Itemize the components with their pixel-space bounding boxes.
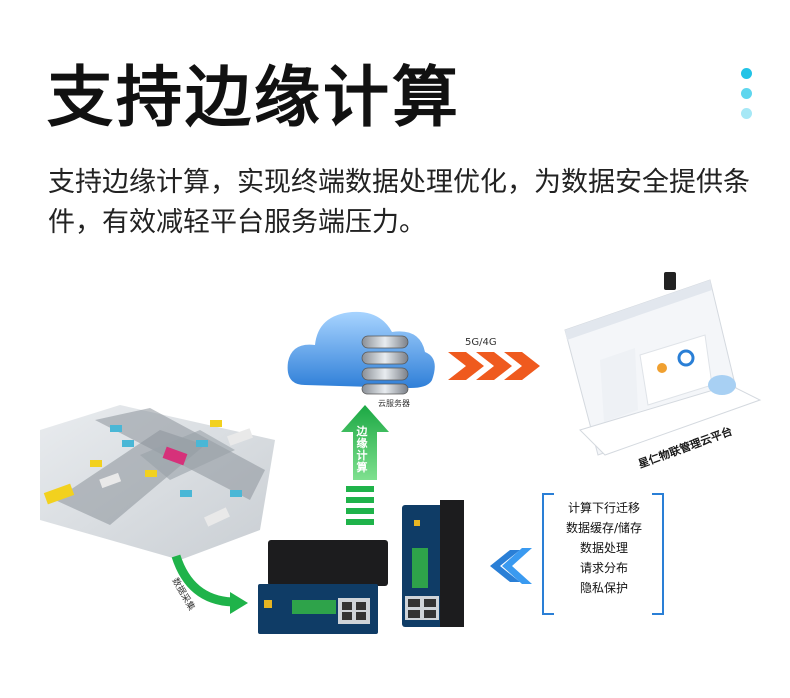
right-bracket: [652, 493, 664, 615]
edge-compute-label: 边缘计算: [356, 425, 368, 474]
left-bracket: [542, 493, 554, 615]
traffic-scene-image: [40, 405, 275, 560]
function-list: 计算下行迁移 数据缓存/储存 数据处理 请求分布 隐私保护: [548, 498, 660, 613]
blue-left-arrow-icon: [490, 550, 520, 582]
page-title: 支持边缘计算: [47, 59, 461, 136]
function-item: 计算下行迁移: [567, 501, 640, 515]
orange-arrows-icon: [448, 352, 540, 380]
edge-gateway-device-image: [258, 540, 388, 634]
function-item: 数据处理: [579, 541, 628, 555]
network-label: 5G/4G: [465, 337, 497, 348]
function-item: 请求分布: [579, 561, 628, 575]
cloud-server-label: 云服务器: [378, 398, 410, 408]
curved-green-arrow-icon: [171, 554, 248, 614]
cloud-server-icon: [287, 311, 435, 395]
blue-left-arrow-icon-fill: [502, 548, 532, 584]
management-platform-screenshot: [564, 272, 762, 456]
accent-dot-1: [741, 68, 752, 79]
function-item: 数据缓存/储存: [565, 521, 643, 535]
green-up-arrow-icon: [341, 405, 389, 525]
accent-dot-3: [741, 108, 752, 119]
description-text: 支持边缘计算，实现终端数据处理优化，为数据安全提供条件，有效减轻平台服务端压力。: [48, 167, 750, 238]
accent-dot-2: [741, 88, 752, 99]
function-item: 隐私保护: [579, 581, 628, 595]
edge-router-device-image: [402, 500, 464, 627]
